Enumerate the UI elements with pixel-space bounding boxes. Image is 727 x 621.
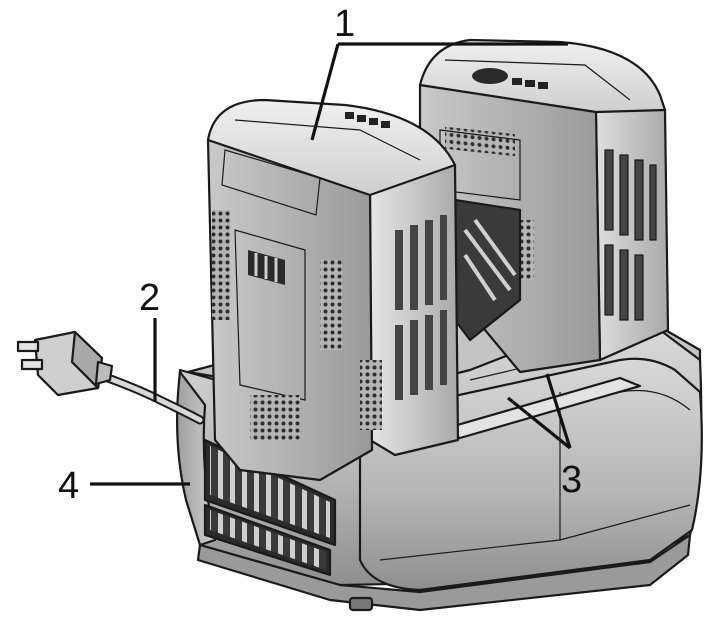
callout-4: 4 [58,465,79,507]
callout-3: 3 [561,459,582,501]
callout-1: 1 [334,3,355,45]
front-battery-pack [206,98,460,482]
leader-1-diagonal [310,43,340,141]
leader-3-left [506,396,572,450]
power-cord [16,330,205,425]
front-vent-grill [203,438,337,577]
leader-3-right [545,373,572,449]
power-plug [16,330,114,397]
callout-2: 2 [139,277,160,319]
rear-battery-fuel-gauge [472,68,548,89]
front-battery-fuel-gauge [345,112,390,128]
callout-leaders [90,42,572,486]
